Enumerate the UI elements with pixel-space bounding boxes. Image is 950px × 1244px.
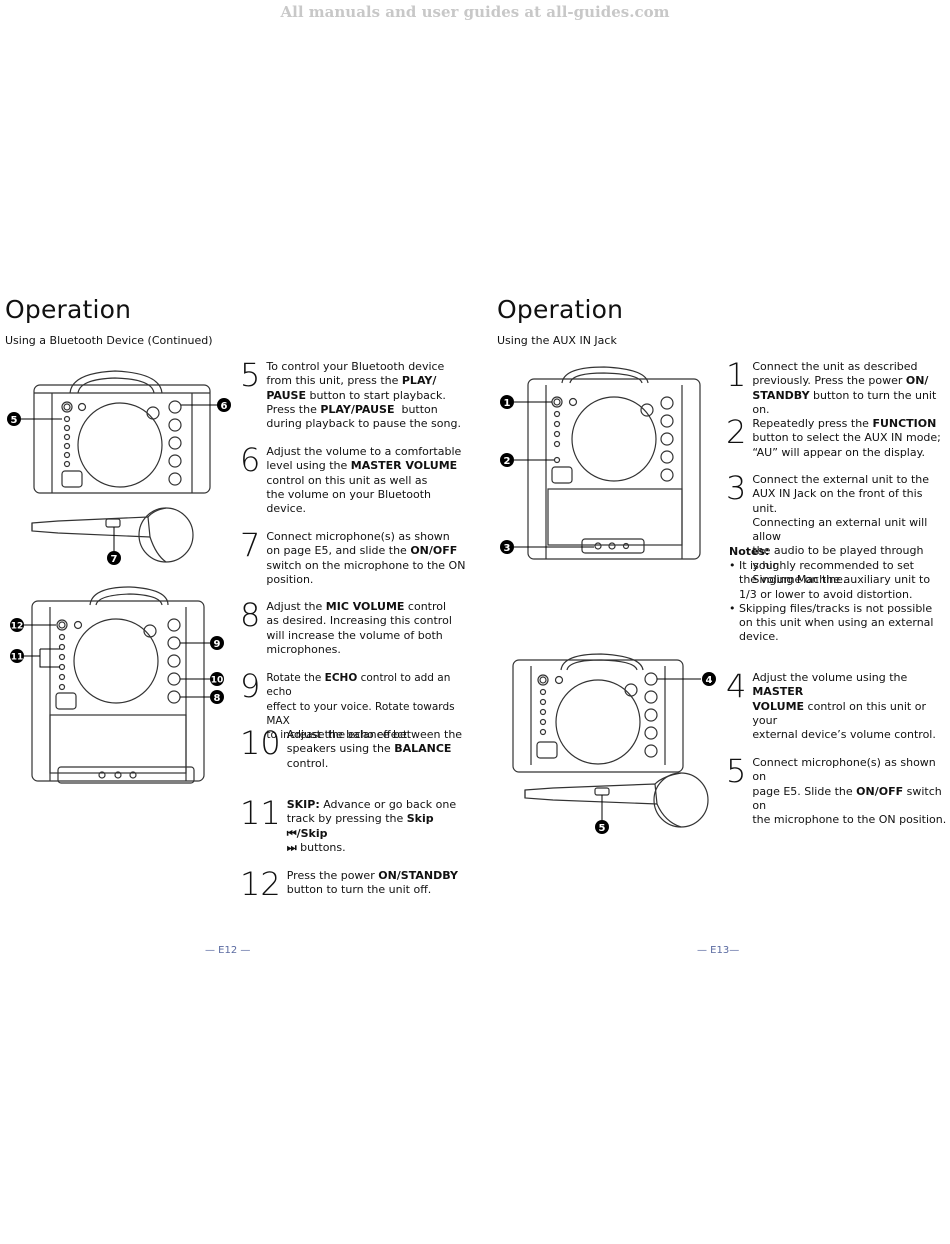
page-subtitle: Using a Bluetooth Device (Continued) [5, 334, 213, 347]
svg-text:2: 2 [504, 456, 511, 467]
watermark: All manuals and user guides at all-guide… [280, 3, 670, 21]
svg-text:12: 12 [11, 622, 24, 632]
callout-5 [595, 820, 609, 834]
page-subtitle: Using the AUX IN Jack [497, 334, 617, 347]
page-number: — E13— [697, 945, 740, 956]
svg-text:11: 11 [11, 653, 24, 663]
page-e12: Operation Using a Bluetooth Device (Cont… [0, 0, 470, 1244]
step-number: 9 [240, 667, 261, 705]
svg-text:9: 9 [214, 639, 221, 650]
karaoke-unit-illustration: 5 6 [7, 370, 231, 494]
step-number: 2 [726, 413, 747, 451]
note-item: It is highly recommended to set the volu… [729, 559, 934, 602]
svg-text:3: 3 [504, 543, 511, 554]
callout-2 [500, 453, 514, 467]
callout-7 [107, 551, 121, 565]
page-e13: Operation Using the AUX IN Jack 1 2 [490, 0, 950, 1244]
notes-title: Notes: [729, 545, 770, 558]
callout-12 [10, 618, 24, 632]
microphone-illustration: 5 [524, 772, 709, 834]
callout-9 [210, 636, 224, 650]
svg-text:10: 10 [211, 676, 224, 686]
step-number: 6 [240, 441, 261, 479]
step-number: 12 [240, 865, 281, 903]
karaoke-unit-volume-illustration: 4 [512, 653, 716, 773]
notes-list: It is highly recommended to set the volu… [729, 559, 934, 645]
svg-text:6: 6 [221, 401, 228, 412]
svg-text:5: 5 [11, 415, 18, 426]
callout-11 [10, 649, 24, 663]
callout-3 [500, 540, 514, 554]
callout-1 [500, 395, 514, 409]
svg-text:8: 8 [214, 693, 221, 704]
note-item: Skipping files/tracks is not possible on… [729, 602, 934, 645]
karaoke-unit-aux-illustration: 1 2 3 [500, 366, 701, 560]
step-number: 1 [726, 356, 747, 394]
callout-10 [210, 672, 224, 686]
callout-8 [210, 690, 224, 704]
step-number: 10 [240, 724, 281, 762]
karaoke-unit-full-illustration: 12 11 9 10 8 [10, 586, 224, 784]
page-title: Operation [5, 295, 132, 324]
step-number: 5 [726, 752, 747, 790]
callout-4 [702, 672, 716, 686]
page-number: — E12 — [205, 945, 251, 956]
callout-5 [7, 412, 21, 426]
step-number: 3 [726, 469, 747, 507]
step-number: 4 [726, 667, 747, 705]
svg-text:5: 5 [599, 823, 606, 834]
step-number: 11 [240, 794, 281, 832]
microphone-illustration: 7 [31, 507, 194, 565]
callout-6 [217, 398, 231, 412]
svg-text:7: 7 [111, 554, 118, 565]
step-number: 5 [240, 356, 261, 394]
svg-text:1: 1 [504, 398, 511, 409]
svg-text:4: 4 [706, 675, 713, 686]
step-number: 7 [240, 526, 261, 564]
page-title: Operation [497, 295, 624, 324]
step-number: 8 [240, 596, 261, 634]
